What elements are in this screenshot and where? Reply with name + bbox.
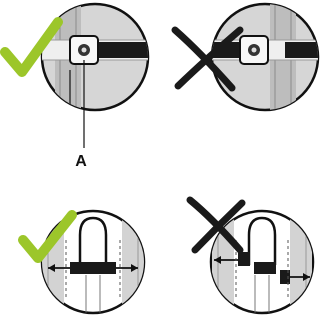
panel-top-left-correct <box>5 0 155 148</box>
belt-strap <box>238 252 250 266</box>
belt-strap <box>70 262 116 274</box>
panel-bottom-right-incorrect <box>190 200 313 320</box>
panel-bottom-left-correct <box>23 205 144 320</box>
belt-strap <box>95 42 155 58</box>
panel-top-right-incorrect <box>175 0 321 115</box>
callout-label: A <box>70 152 92 172</box>
